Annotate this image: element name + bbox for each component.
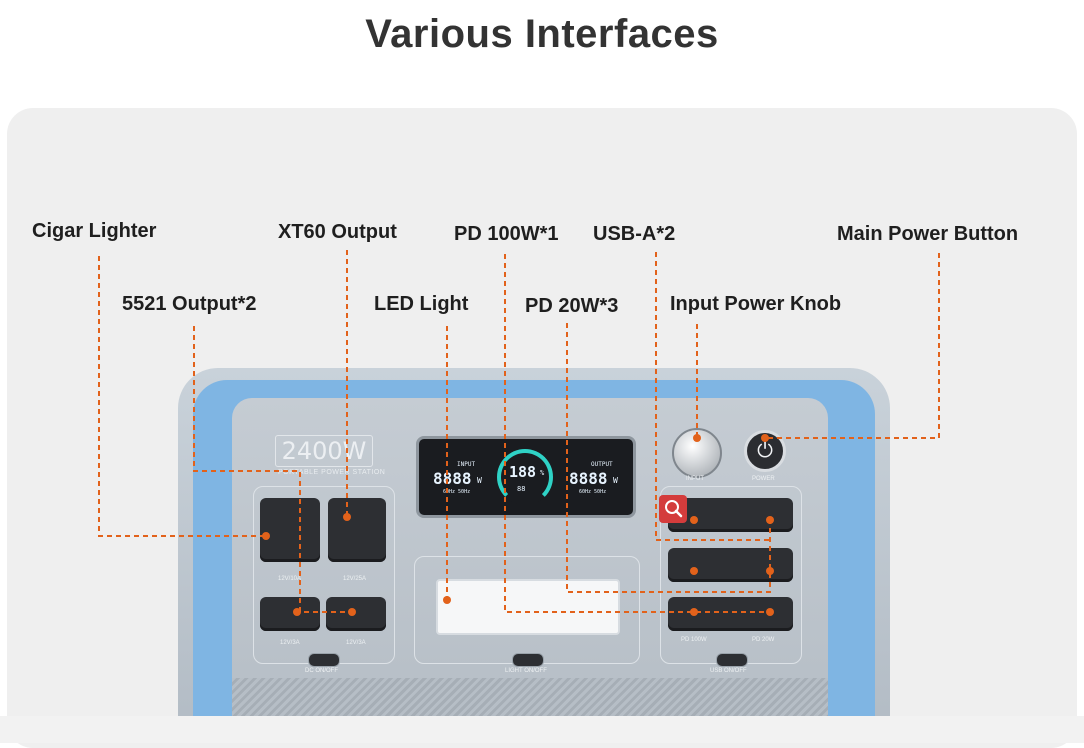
cigar-lighter-label: 12V/10A [278, 576, 302, 582]
lcd-output-value: 8888 [569, 469, 608, 488]
lcd-input-hz: 60Hz 50Hz [443, 489, 471, 495]
brand-subtitle: PORTABLE POWER STATION [278, 469, 386, 476]
callout-usb-a: USB-A*2 [593, 223, 676, 245]
callout-knob: Input Power Knob [670, 293, 842, 315]
power-label: POWER [752, 476, 775, 482]
light-switch[interactable] [512, 653, 544, 667]
dc5521-port-2[interactable] [326, 597, 386, 631]
dc5521-port-1-label: 12V/3A [280, 640, 300, 646]
lcd-center-sub: 88 [517, 485, 526, 493]
main-power-button[interactable]: ⏻ [744, 430, 786, 472]
callout-main-power: Main Power Button [837, 223, 1019, 245]
page-title: Various Interfaces [365, 12, 719, 56]
callout-5521: 5521 Output*2 [122, 293, 257, 315]
lcd-input-value: 8888 [433, 469, 472, 488]
lcd-center-unit: % [540, 469, 545, 477]
callout-led: LED Light [374, 293, 469, 315]
brand-badge: 2400W [275, 435, 373, 467]
callout-pd20: PD 20W*3 [525, 295, 619, 317]
bottom-band [0, 716, 1084, 743]
pd100-label: PD 100W [681, 637, 707, 643]
lcd-display: INPUT 8888 W 60Hz 50Hz 188 % 88 OUTPUT 8… [416, 436, 636, 518]
xt60-output-port[interactable] [328, 498, 386, 562]
lcd-output-hz: 60Hz 50Hz [579, 489, 607, 495]
pd20-label: PD 20W [752, 637, 775, 643]
cigar-lighter-port[interactable] [260, 498, 320, 562]
usb-switch-label: USB ON/OFF [710, 668, 747, 674]
lcd-input-unit: W [477, 476, 482, 485]
led-light [436, 579, 620, 635]
input-power-knob[interactable] [672, 428, 722, 478]
lcd-center-value: 188 [509, 463, 537, 481]
xt60-output-label: 12V/25A [343, 576, 367, 582]
zoom-icon[interactable] [659, 495, 687, 523]
pd-port-row[interactable] [668, 597, 793, 631]
usb-switch[interactable] [716, 653, 748, 667]
light-switch-label: LIGHT ON/OFF [505, 668, 547, 674]
dc5521-port-1[interactable] [260, 597, 320, 631]
knob-label: INPUT [686, 476, 704, 482]
vent-grille [232, 678, 828, 718]
lcd-input-label: INPUT [457, 461, 476, 468]
pd20-port-row[interactable] [668, 548, 793, 582]
callout-pd100: PD 100W*1 [454, 223, 559, 245]
power-icon: ⏻ [757, 440, 773, 462]
dc-switch[interactable] [308, 653, 340, 667]
dc5521-port-2-label: 12V/3A [346, 640, 366, 646]
callout-xt60: XT60 Output [278, 221, 397, 243]
callout-cigar-lighter: Cigar Lighter [32, 220, 157, 242]
lcd-output-label: OUTPUT [591, 461, 613, 468]
lcd-output-unit: W [613, 476, 618, 485]
dc-switch-label: DC ON/OFF [305, 668, 338, 674]
